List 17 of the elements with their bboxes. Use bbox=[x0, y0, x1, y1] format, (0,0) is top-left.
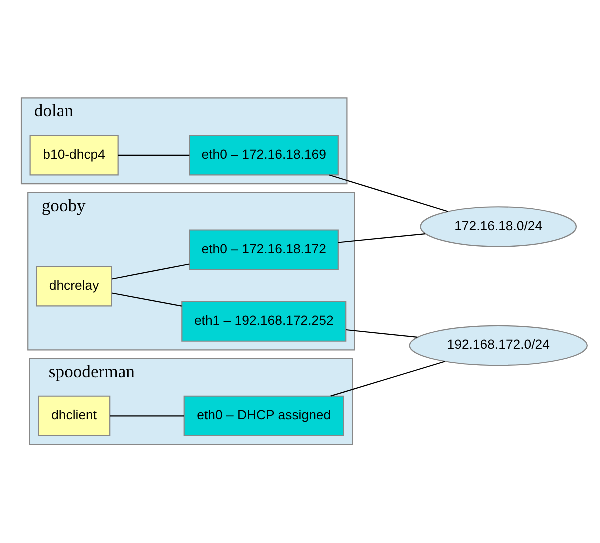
connector bbox=[118, 154, 190, 156]
node-box: eth0 – 172.16.18.172 bbox=[189, 230, 339, 270]
node-ellipse: 172.16.18.0/24 bbox=[420, 206, 578, 248]
node-box: b10-dhcp4 bbox=[30, 135, 119, 176]
connector bbox=[346, 329, 418, 338]
connector bbox=[330, 361, 446, 397]
connector bbox=[112, 264, 190, 280]
node-box: dhclient bbox=[38, 396, 111, 437]
connector bbox=[112, 292, 182, 307]
node-box: eth0 – 172.16.18.169 bbox=[189, 135, 339, 176]
node-box: eth1 – 192.168.172.252 bbox=[182, 301, 347, 342]
connector bbox=[329, 174, 448, 212]
node-box: dhcrelay bbox=[36, 266, 112, 307]
connector bbox=[338, 234, 426, 244]
node-ellipse: 192.168.172.0/24 bbox=[409, 325, 588, 366]
connector bbox=[110, 416, 184, 417]
node-box: eth0 – DHCP assigned bbox=[184, 396, 344, 437]
